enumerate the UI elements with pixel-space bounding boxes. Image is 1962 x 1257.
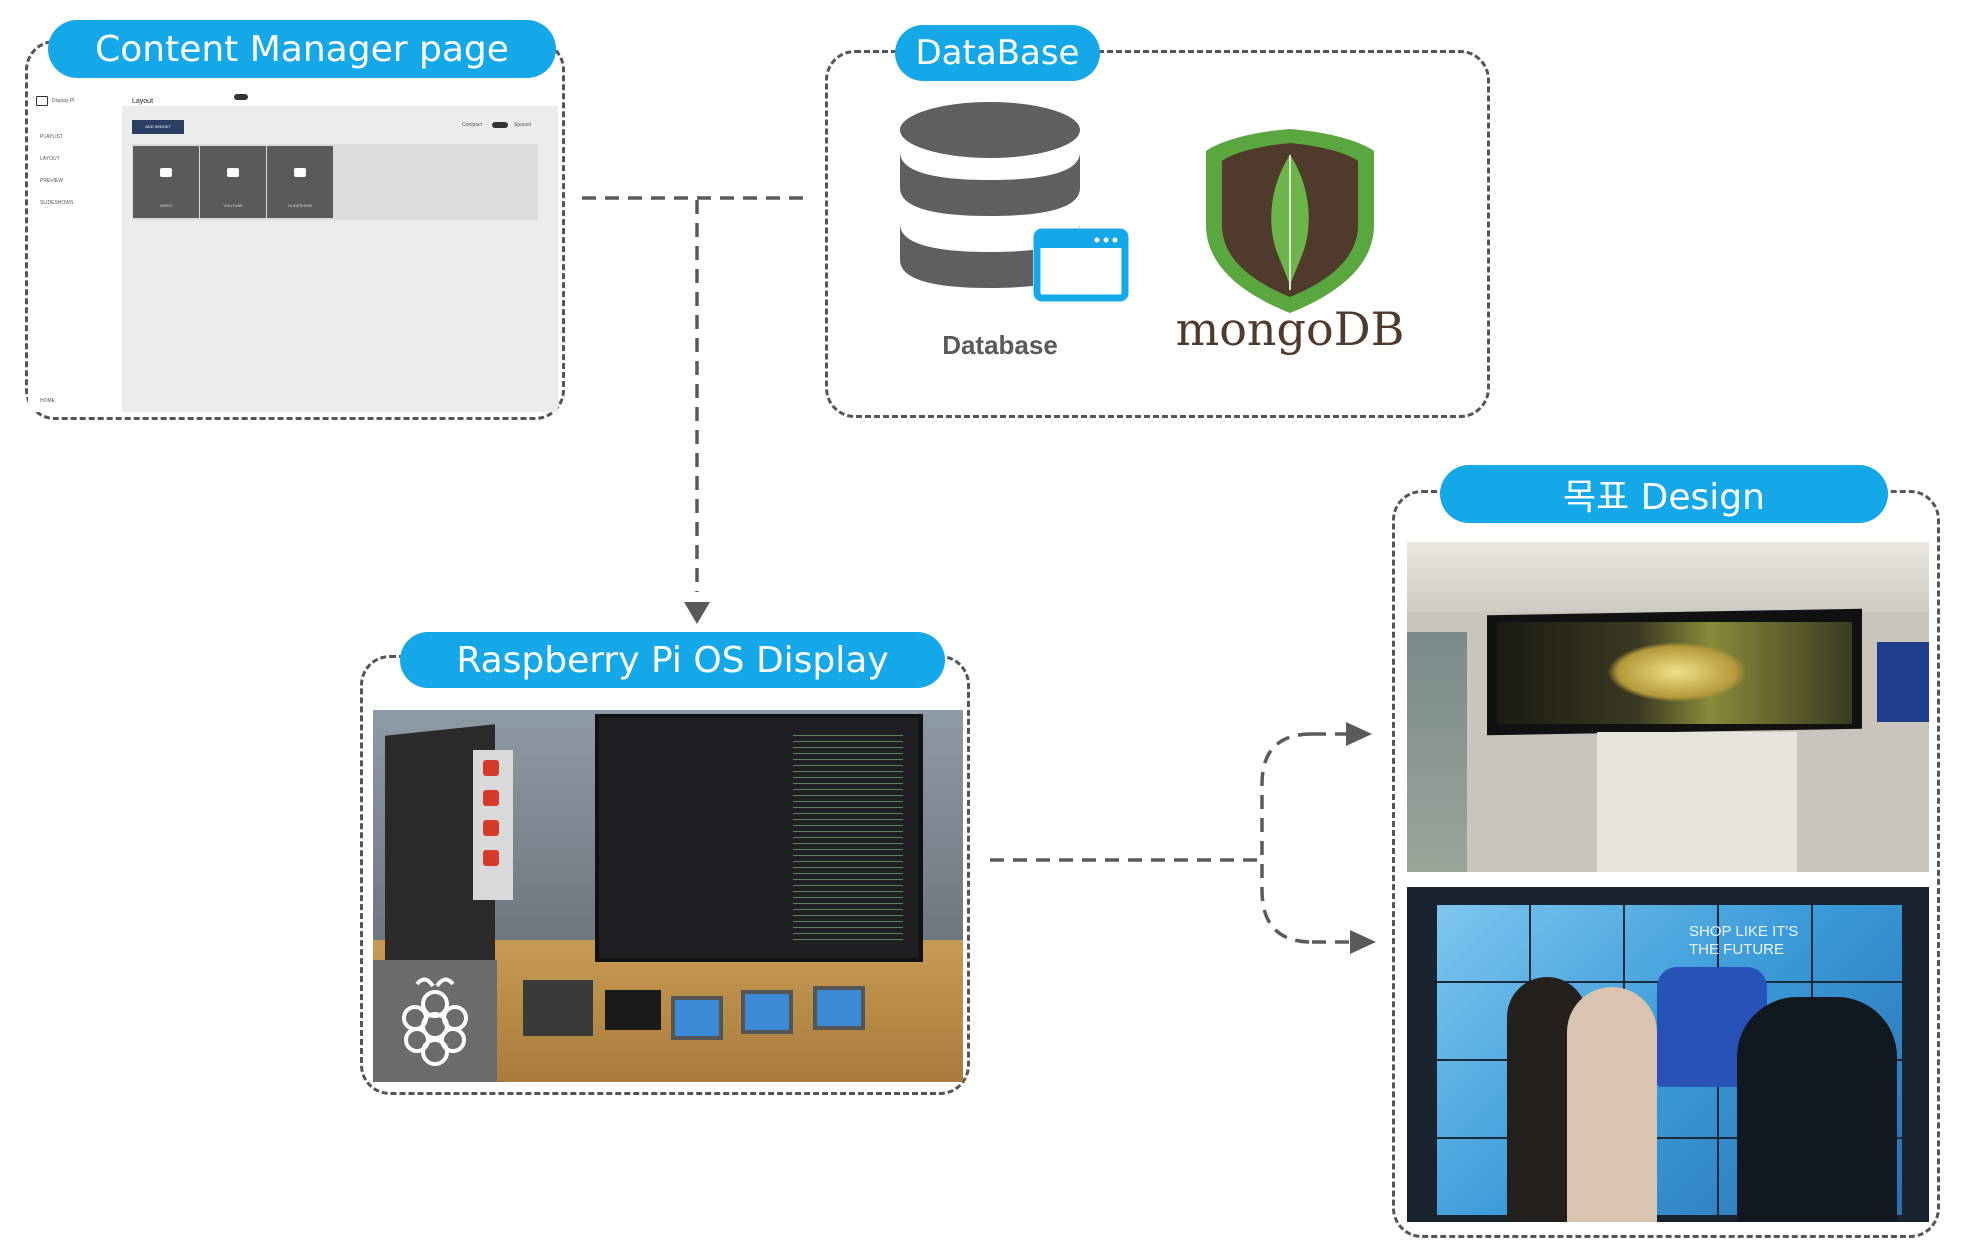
- cm-add-button: ADD WIDGET: [132, 120, 184, 134]
- raspberry-pi-label: Raspberry Pi OS Display: [400, 632, 945, 688]
- cm-tile: YOUTUBE: [200, 146, 266, 218]
- connector-branch: [1260, 732, 1313, 944]
- cm-toggle: [234, 94, 248, 100]
- sign-text: SHOP LIKE IT'S THE FUTURE: [1689, 923, 1798, 959]
- cm-toggle-label: Spaced: [514, 122, 531, 128]
- database-caption: Database: [942, 330, 1058, 360]
- arrow-head-down: [684, 602, 710, 624]
- database-label: DataBase: [895, 25, 1100, 81]
- cm-sidebar-item: PLAYLIST: [40, 134, 63, 140]
- monitor-icon: [36, 96, 48, 106]
- sign-text-line: THE FUTURE: [1689, 941, 1784, 958]
- arrow-head-right: [1346, 722, 1372, 746]
- cm-tile: VIDEO: [133, 146, 199, 218]
- mongodb-leaf-icon: [1206, 129, 1374, 313]
- cm-sidebar-item: LAYOUT: [40, 156, 60, 162]
- raspberry-pi-logo-box: [373, 960, 497, 1082]
- cm-sidebar: Display PI PLAYLIST LAYOUT PREVIEW SLIDE…: [28, 82, 122, 412]
- sign-text-line: SHOP LIKE IT'S: [1689, 923, 1799, 940]
- cm-sidebar-item: PREVIEW: [40, 178, 64, 184]
- mongodb-wordmark: mongoDB: [1175, 302, 1405, 356]
- cm-sidebar-footer: HOME: [40, 398, 55, 404]
- cm-layout-toggle: [492, 122, 508, 128]
- target-design-label: 목표 Design: [1440, 465, 1888, 523]
- content-manager-screenshot: Display PI PLAYLIST LAYOUT PREVIEW SLIDE…: [28, 82, 558, 412]
- cm-tile: SLIDESHOW: [267, 146, 333, 218]
- arrow-head-right: [1350, 930, 1376, 954]
- target-photo-subway-display: [1407, 542, 1929, 872]
- cm-app-name: Display PI: [52, 98, 75, 104]
- cm-toggle-label: Compact: [462, 122, 483, 128]
- raspberry-pi-photo: [373, 710, 963, 1082]
- raspberry-pi-icon: [402, 977, 468, 1066]
- cm-header-title: Layout: [132, 98, 154, 105]
- content-manager-label: Content Manager page: [48, 20, 556, 78]
- database-group: [825, 50, 1490, 418]
- database-icon: [900, 102, 1129, 302]
- target-photo-interactive-wall: SHOP LIKE IT'S THE FUTURE: [1407, 887, 1929, 1222]
- cm-main: Layout ADD WIDGET Compact Spaced VIDEO Y…: [122, 82, 558, 412]
- cm-sidebar-item: SLIDESHOWS: [40, 200, 74, 206]
